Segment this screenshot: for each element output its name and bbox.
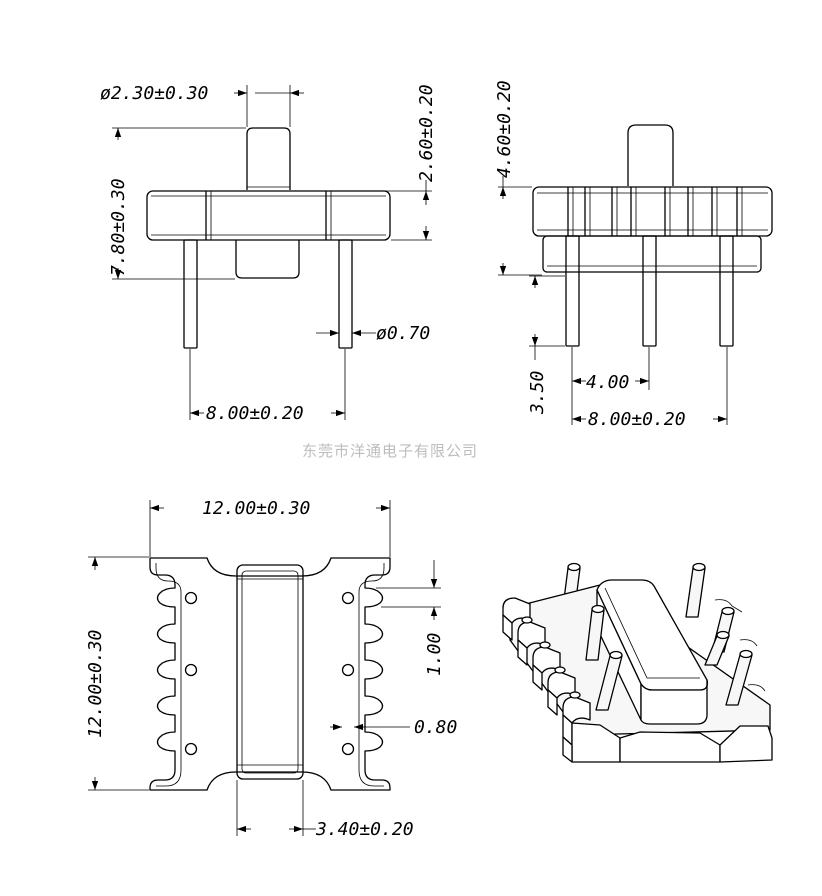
dim-plan-height: 12.00±0.30	[85, 630, 106, 738]
dim-plan-hole: 0.80	[414, 717, 457, 738]
front-bottom-body	[235, 240, 300, 279]
iso-front-pins	[585, 604, 753, 711]
front-flange	[146, 190, 391, 241]
side-top-post	[627, 124, 674, 186]
plan-hole-l1	[184, 591, 198, 605]
side-flange	[532, 186, 773, 237]
side-pin-3	[719, 235, 734, 347]
dim-front-diameter: ø2.30±0.30	[100, 83, 208, 104]
dim-side-pin-span: 8.00±0.20	[588, 409, 686, 430]
dim-front-pin-span: 8.00±0.20	[206, 403, 304, 424]
dim-side-height: 4.60±0.20	[494, 80, 515, 178]
iso-core-front	[640, 679, 708, 725]
plan-outline	[149, 557, 391, 791]
dim-front-top-height: 2.60±0.20	[416, 84, 437, 182]
dim-plan-notch-pitch: 1.00	[424, 633, 445, 676]
dim-side-pin-length: 3.50	[527, 371, 548, 415]
plan-hole-r1	[341, 591, 355, 605]
plan-hole-l3	[184, 742, 198, 756]
dim-front-pin-diameter: ø0.70	[376, 323, 430, 344]
front-view: ø2.30±0.30 7.80±0.30 2.60±0.20 ø0.70 8.0…	[100, 83, 437, 424]
watermark-text: 东莞市洋通电子有限公司	[302, 442, 478, 460]
front-pin-right	[338, 239, 353, 349]
plan-hole-r2	[341, 663, 355, 677]
plan-core	[236, 564, 304, 780]
side-pin-1	[565, 235, 580, 347]
side-view: 4.60±0.20 3.50 4.00 8.00±0.20	[494, 80, 773, 430]
dim-side-pin-pitch: 4.00	[586, 372, 629, 393]
plan-view: 12.00±0.30 12.00±0.30 1.00 0.80 3.40±0.2…	[85, 498, 457, 840]
side-lower-body	[542, 235, 762, 273]
side-pin-2	[642, 235, 657, 347]
dim-front-total-height: 7.80±0.30	[108, 178, 129, 276]
iso-comb-left	[502, 597, 591, 746]
dim-plan-core-width: 3.40±0.20	[315, 819, 414, 840]
front-top-post	[246, 127, 291, 190]
plan-hole-l2	[184, 663, 198, 677]
isometric-view	[502, 562, 773, 763]
plan-hole-r3	[341, 742, 355, 756]
front-pin-left	[183, 239, 198, 349]
dim-plan-width: 12.00±0.30	[202, 498, 310, 519]
